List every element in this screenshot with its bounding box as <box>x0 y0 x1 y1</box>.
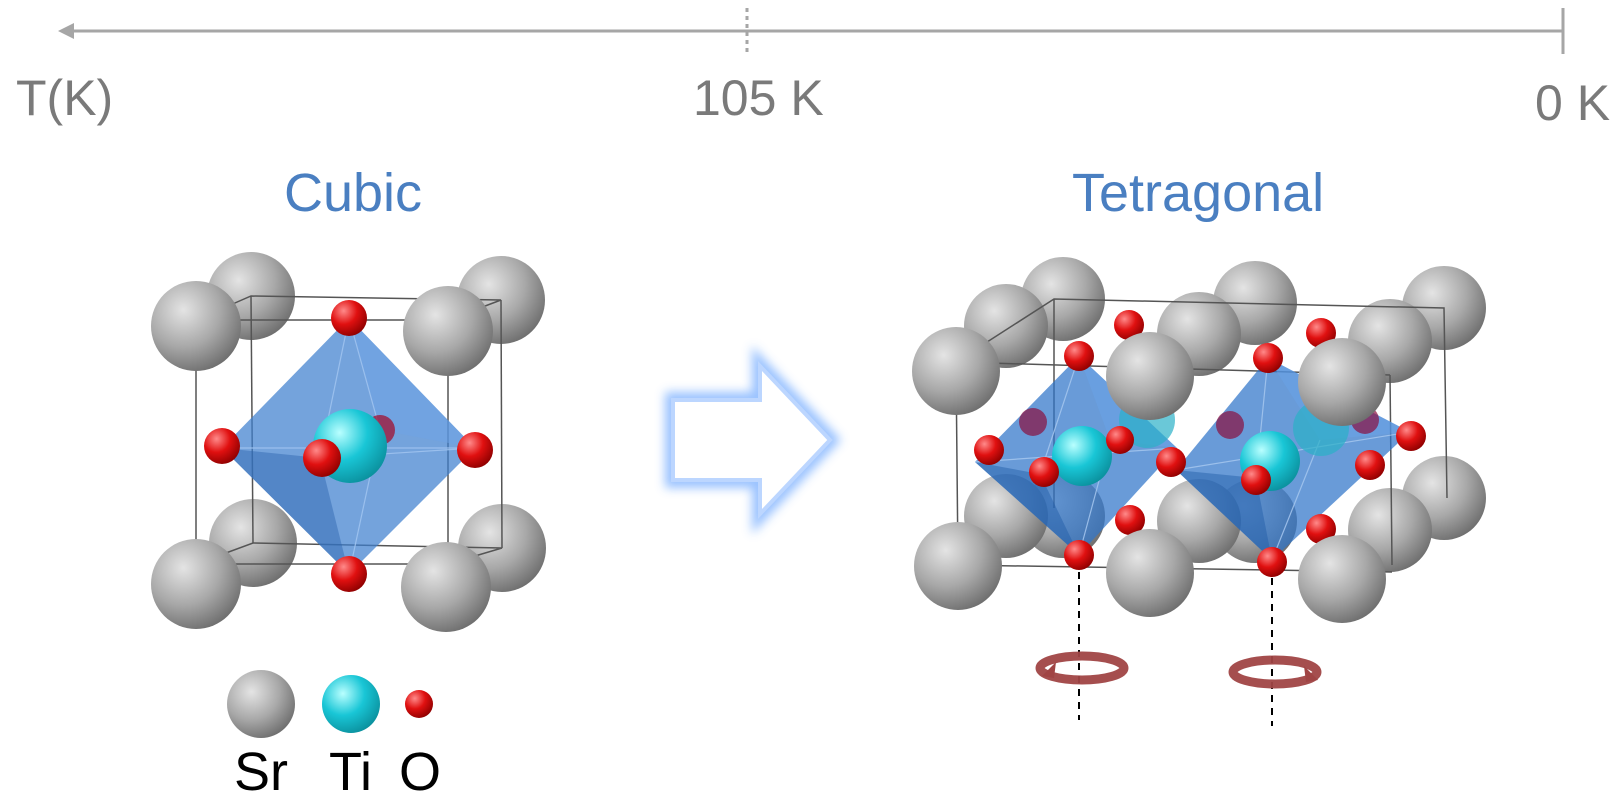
o-atom <box>1396 421 1426 451</box>
zero-kelvin-label: 0 K <box>1535 75 1610 131</box>
sr-atom <box>403 286 493 376</box>
temperature-axis: T(K) 105 K 0 K <box>16 8 1610 131</box>
o-atom <box>331 300 367 336</box>
sr-atom <box>914 522 1002 610</box>
sr-atom <box>401 542 491 632</box>
sr-atom <box>912 327 1000 415</box>
cubic-phase-title: Cubic <box>284 163 422 223</box>
axis-label: T(K) <box>16 70 113 126</box>
rotation-arrow-clockwise <box>1228 655 1322 689</box>
o-atom <box>1257 547 1287 577</box>
ti-legend-swatch <box>322 675 380 733</box>
tetragonal-phase-title: Tetragonal <box>1072 163 1324 223</box>
sr-atom <box>1298 338 1386 426</box>
element-legend: Sr Ti O <box>227 670 441 802</box>
ti-atom <box>1052 426 1112 486</box>
o-legend-label: O <box>399 742 441 802</box>
o-atom <box>1064 341 1094 371</box>
o-atom <box>1029 457 1059 487</box>
o-atom <box>1253 343 1283 373</box>
sr-atom <box>1298 535 1386 623</box>
o-atom <box>204 428 240 464</box>
sr-atom <box>1106 332 1194 420</box>
sr-atom <box>1106 529 1194 617</box>
o-atom <box>1019 408 1047 436</box>
o-atom <box>1064 540 1094 570</box>
o-atom <box>1106 426 1134 454</box>
sr-legend-swatch <box>227 670 295 738</box>
cubic-unit-cell <box>151 252 546 632</box>
o-atom <box>1306 514 1336 544</box>
ti-legend-label: Ti <box>329 742 372 802</box>
o-atom <box>974 435 1004 465</box>
sr-atom <box>151 281 241 371</box>
o-atom <box>1355 450 1385 480</box>
sr-legend-label: Sr <box>234 742 288 802</box>
o-atom <box>303 439 341 477</box>
o-atom <box>331 556 367 592</box>
o-atom <box>1115 505 1145 535</box>
o-atom <box>1114 310 1144 340</box>
o-atom <box>1241 465 1271 495</box>
tetragonal-supercell <box>912 257 1486 726</box>
transition-temperature-label: 105 K <box>693 70 824 126</box>
o-legend-swatch <box>405 690 433 718</box>
o-atom <box>1156 447 1186 477</box>
rotation-arrow-counterclockwise <box>1035 651 1129 685</box>
o-atom <box>1216 411 1244 439</box>
transition-arrow <box>665 345 842 535</box>
axis-arrowhead <box>58 23 74 39</box>
o-atom <box>457 432 493 468</box>
sr-atom <box>151 539 241 629</box>
